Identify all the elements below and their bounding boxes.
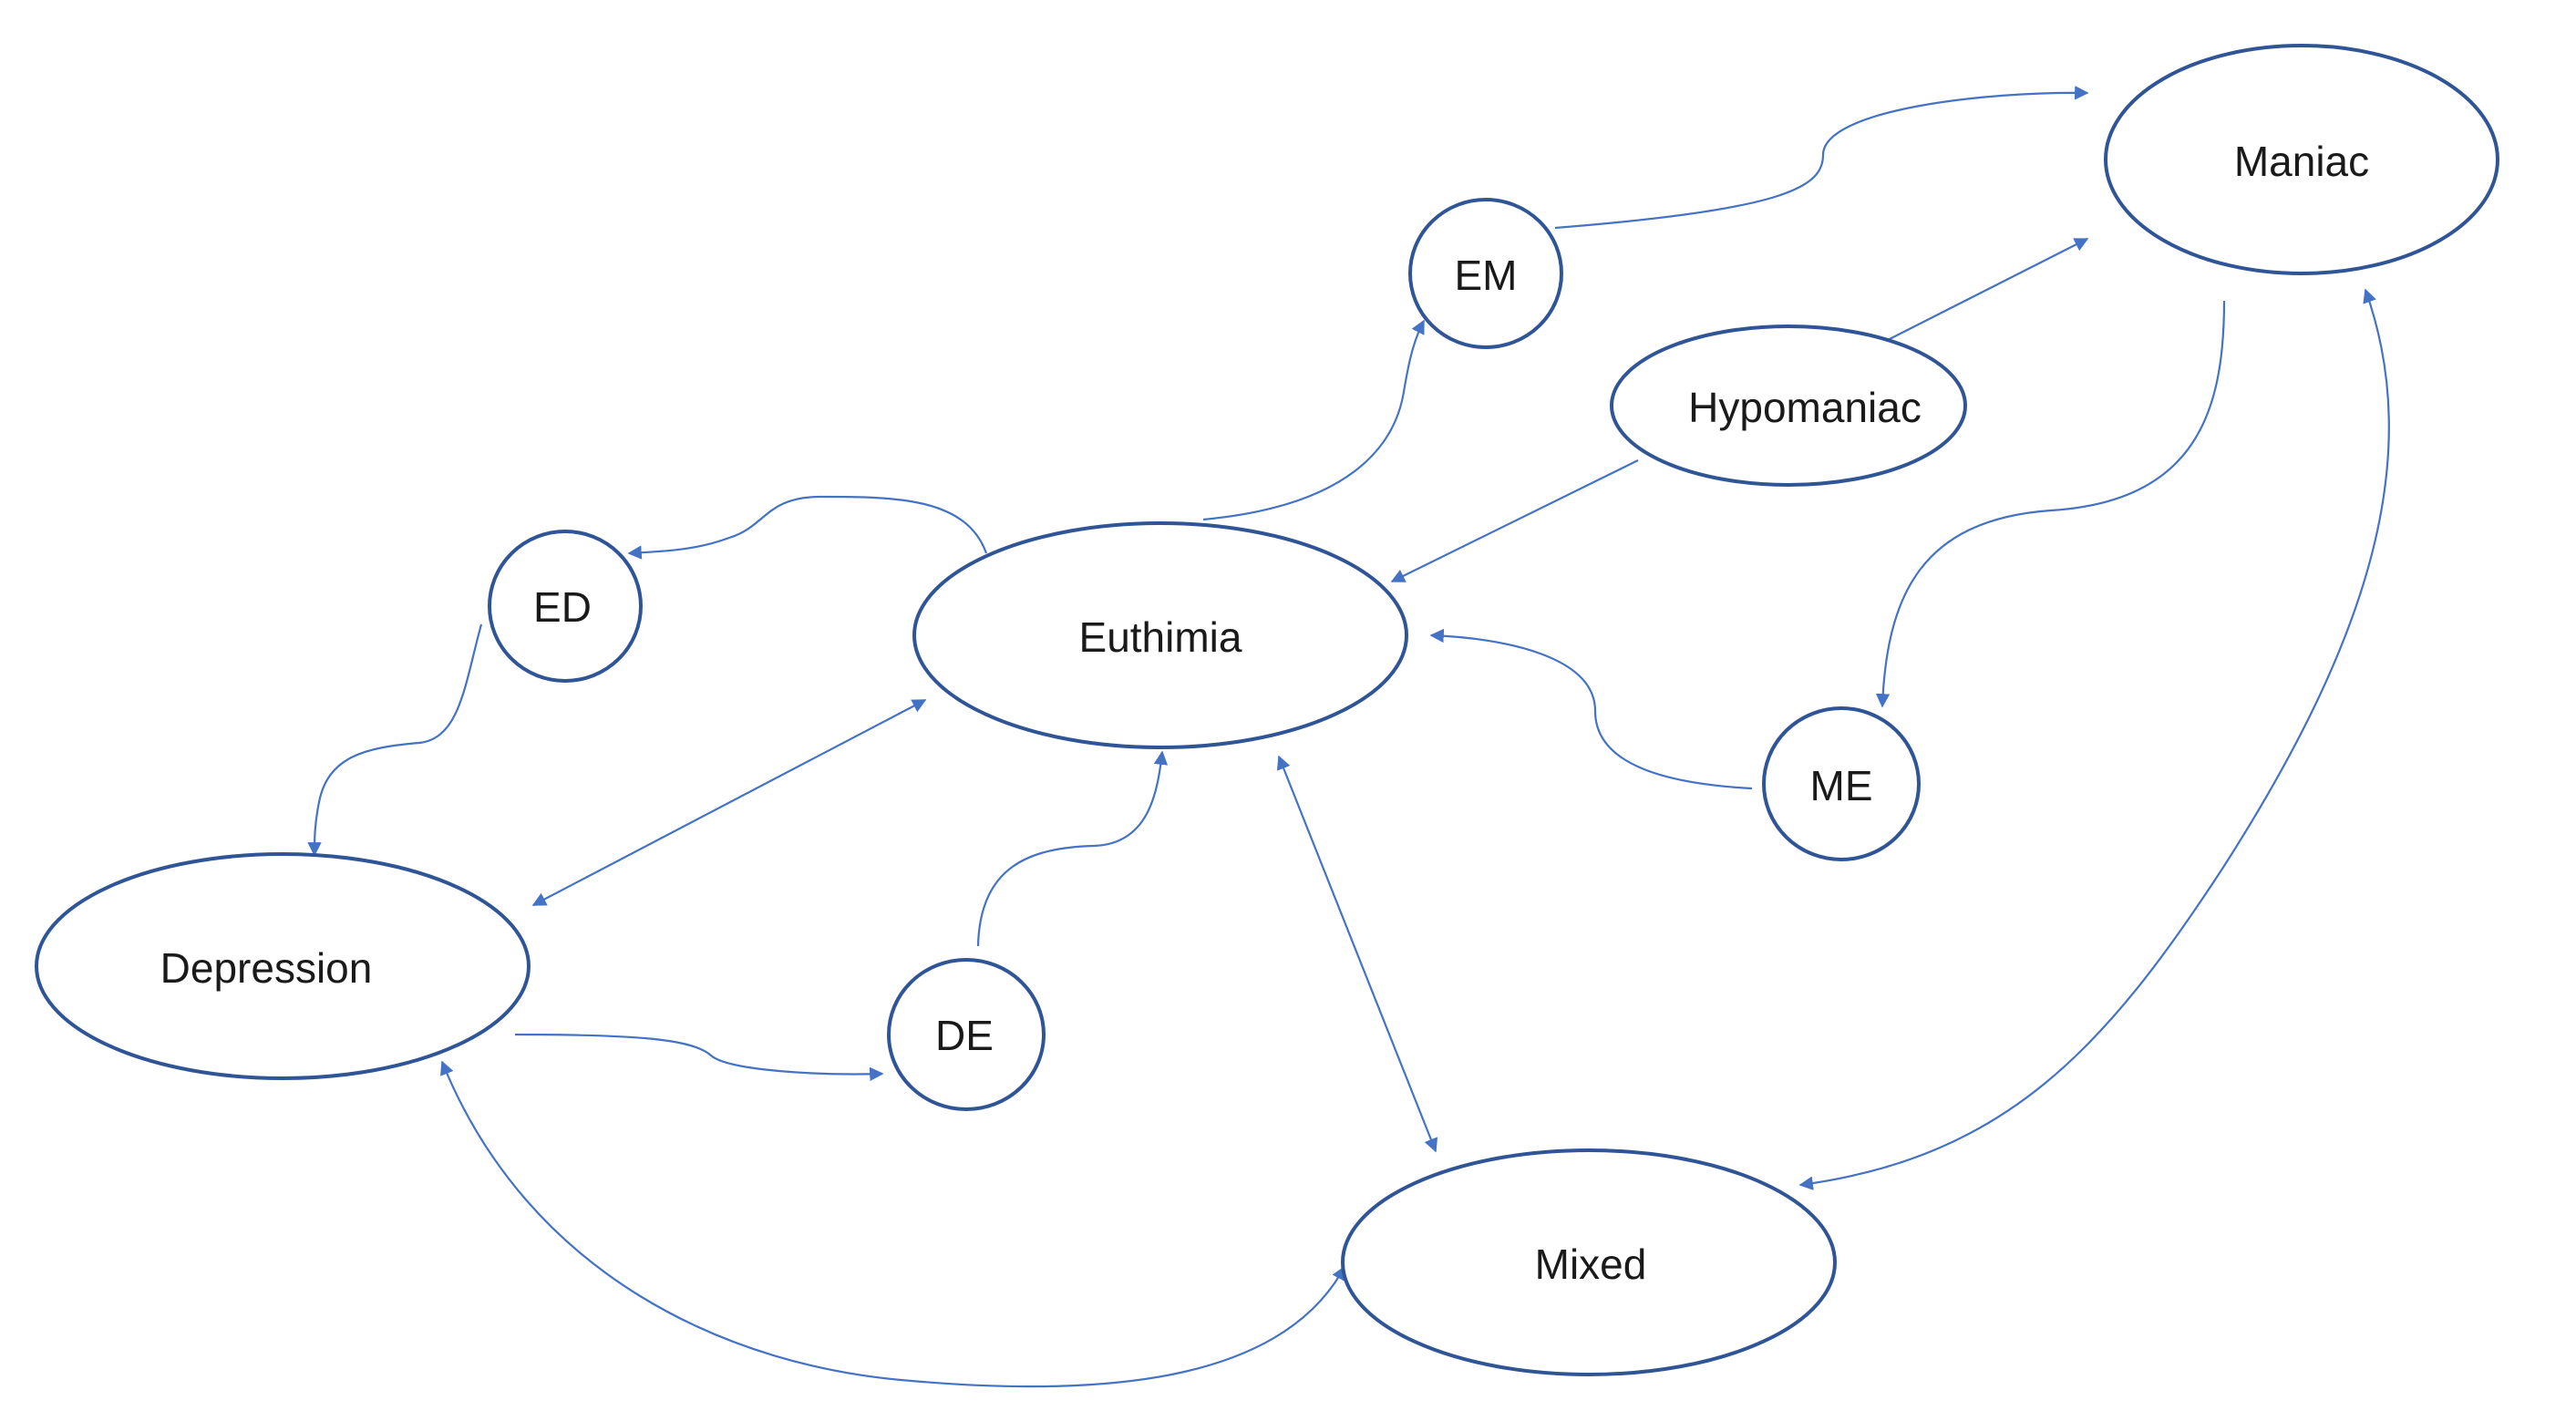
node-em: EM	[1408, 198, 1563, 349]
node-maniac-label: Maniac	[2234, 138, 2369, 185]
node-me-shape	[1762, 706, 1921, 861]
node-em-label: EM	[1455, 252, 1518, 299]
node-depression-label: Depression	[160, 944, 373, 992]
edge-me-to-euthimia	[1429, 628, 1753, 790]
node-ed-shape	[488, 530, 643, 683]
node-me-label: ME	[1810, 762, 1873, 809]
node-mixed-label: Mixed	[1535, 1241, 1647, 1288]
edge-depression-mixed	[440, 1060, 1345, 1388]
node-euthimia-label: Euthimia	[1079, 613, 1242, 661]
edge-depression-euthimia	[531, 699, 927, 906]
node-de-label: DE	[935, 1012, 994, 1059]
node-mixed: Mixed	[1341, 1148, 1837, 1376]
edge-de-to-euthimia	[976, 750, 1169, 947]
node-euthimia: Euthimia	[912, 521, 1408, 749]
edge-maniac-mixed	[1798, 288, 2390, 1190]
edge-depression-to-de	[514, 1033, 884, 1082]
edge-euthimia-mixed	[1276, 755, 1438, 1153]
node-hypomaniac: Hypomaniac	[1610, 324, 1967, 487]
node-hypomaniac-label: Hypomaniac	[1688, 384, 1922, 431]
edges	[307, 86, 2390, 1388]
edge-em-to-maniac	[1554, 86, 2089, 230]
node-em-shape	[1408, 198, 1563, 349]
edge-ed-to-depression	[307, 623, 483, 857]
node-de: DE	[887, 958, 1046, 1111]
node-maniac: Maniac	[2104, 44, 2499, 275]
node-euthimia-shape	[912, 521, 1408, 749]
node-hypomaniac-shape	[1610, 324, 1967, 487]
node-mixed-shape	[1341, 1148, 1837, 1376]
node-de-shape	[887, 958, 1046, 1111]
nodes: Maniac EM Hypomaniac ED Euthimia ME Depr…	[35, 44, 2499, 1376]
node-ed-label: ED	[533, 583, 592, 631]
node-depression-shape	[35, 852, 531, 1080]
node-depression: Depression	[35, 852, 531, 1080]
node-maniac-shape	[2104, 44, 2499, 275]
node-ed: ED	[488, 530, 643, 683]
edge-euthimia-to-ed	[627, 495, 988, 560]
edge-hypomaniac-to-euthimia	[1390, 459, 1639, 582]
edge-euthimia-to-em	[1202, 319, 1425, 521]
edge-hypomaniac-to-maniac	[1881, 238, 2089, 344]
node-me: ME	[1762, 706, 1921, 861]
